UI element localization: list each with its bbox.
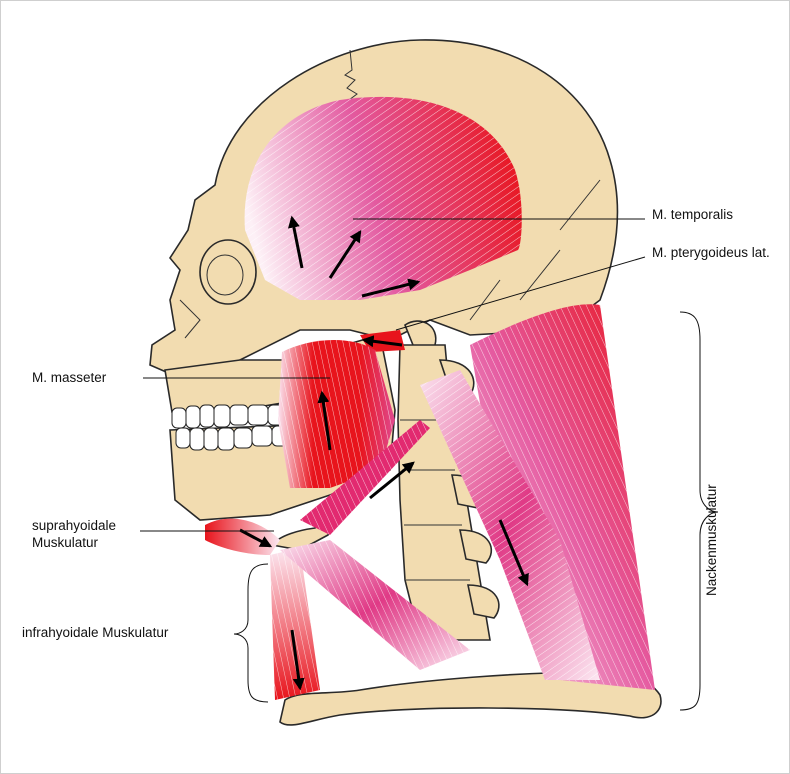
upper-teeth: [172, 405, 288, 428]
label-temporalis: M. temporalis: [652, 206, 733, 223]
label-masseter: M. masseter: [32, 369, 106, 386]
label-suprahyoidale: suprahyoidale Muskulatur: [32, 517, 152, 551]
label-suprahyoidale-line1: suprahyoidale: [32, 517, 152, 534]
label-nackenmuskulatur: Nackenmuskulatur: [703, 484, 720, 596]
label-infrahyoidale: infrahyoidale Muskulatur: [22, 624, 168, 641]
label-pterygoideus: M. pterygoideus lat.: [652, 244, 770, 261]
label-suprahyoidale-line2: Muskulatur: [32, 534, 152, 551]
